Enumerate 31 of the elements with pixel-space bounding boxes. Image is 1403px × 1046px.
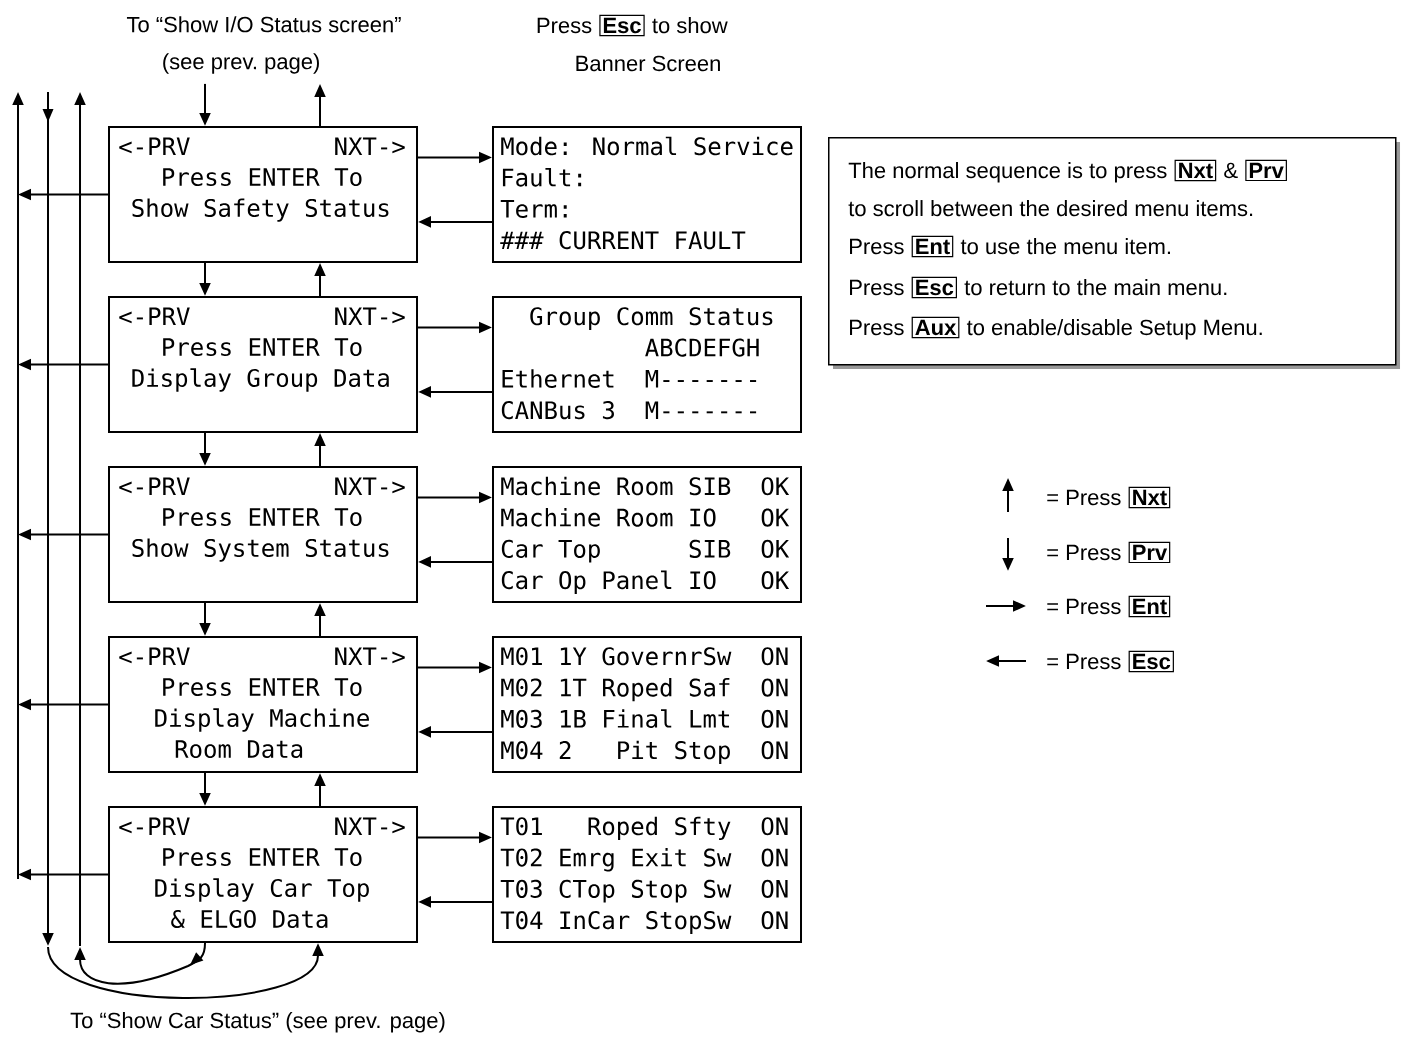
legend-text: = Press	[1047, 653, 1121, 670]
caption-text: Press	[537, 17, 592, 34]
key-cap: Esc	[911, 276, 957, 299]
key-cap: Prv	[1128, 541, 1171, 564]
arrow	[74, 942, 206, 985]
screen-box: T01 Roped Sfty ON T02 Emrg Exit Sw ON T03 CTop Stop Sw ON T04 InCar StopSw ON	[492, 806, 802, 943]
caption-text: Banner Screen	[576, 55, 720, 72]
key-cap: Aux	[911, 316, 960, 339]
key-cap: Nxt	[1174, 159, 1217, 182]
screen-box: M01 1Y GovernrSw ON M02 1T Roped Saf ON M03 1B Final Lmt ON M04 2 Pit Stop ON	[492, 636, 802, 773]
legend-text: = Press	[1047, 489, 1121, 506]
legend-text: = Press	[1047, 544, 1121, 561]
caption-text: to show	[652, 17, 728, 34]
key-cap: Nxt	[1128, 486, 1171, 509]
key-cap: Esc	[599, 14, 645, 37]
menu-box: <-PRV NXT-> Press ENTER To Show Safety Status	[108, 126, 418, 263]
screen-box: Machine Room SIB OK Machine Room IO OK Car Top SIB OK Car Op Panel IO OK	[492, 466, 802, 603]
legend-text: = Press	[1047, 598, 1121, 615]
key-cap: Esc	[1128, 650, 1174, 673]
menu-box: <-PRV NXT-> Press ENTER To Display Car Top & ELGO Data	[108, 806, 418, 943]
key-cap: Ent	[1128, 595, 1171, 618]
note-text: To “Show I/O Status screen” (see prev. page)	[126, 16, 401, 74]
caption-text: To “Show Car Status” (see prev. page)	[70, 1012, 445, 1033]
key-cap: Prv	[1245, 159, 1287, 182]
screen-box: Group Comm Status ABCDEFGH Ethernet M------- CANBus 3 M-------	[492, 296, 802, 433]
note-box: The normal sequence is to press Nxt & Prv to scroll between the desired menu items. Press Ent to use the menu item. Press Esc to return to the main menu. Press Aux to enable/disable Setup Menu.	[828, 137, 1400, 369]
key-cap: Ent	[911, 235, 954, 258]
menu-box: <-PRV NXT-> Press ENTER To Display Group Data	[108, 296, 418, 433]
menu-box: <-PRV NXT-> Press ENTER To Display Machine Room Data	[108, 636, 418, 773]
menu-box: <-PRV NXT-> Press ENTER To Show System Status	[108, 466, 418, 603]
screen-box: Mode: Normal Service Fault: Term: ### CURRENT FAULT	[492, 126, 802, 263]
